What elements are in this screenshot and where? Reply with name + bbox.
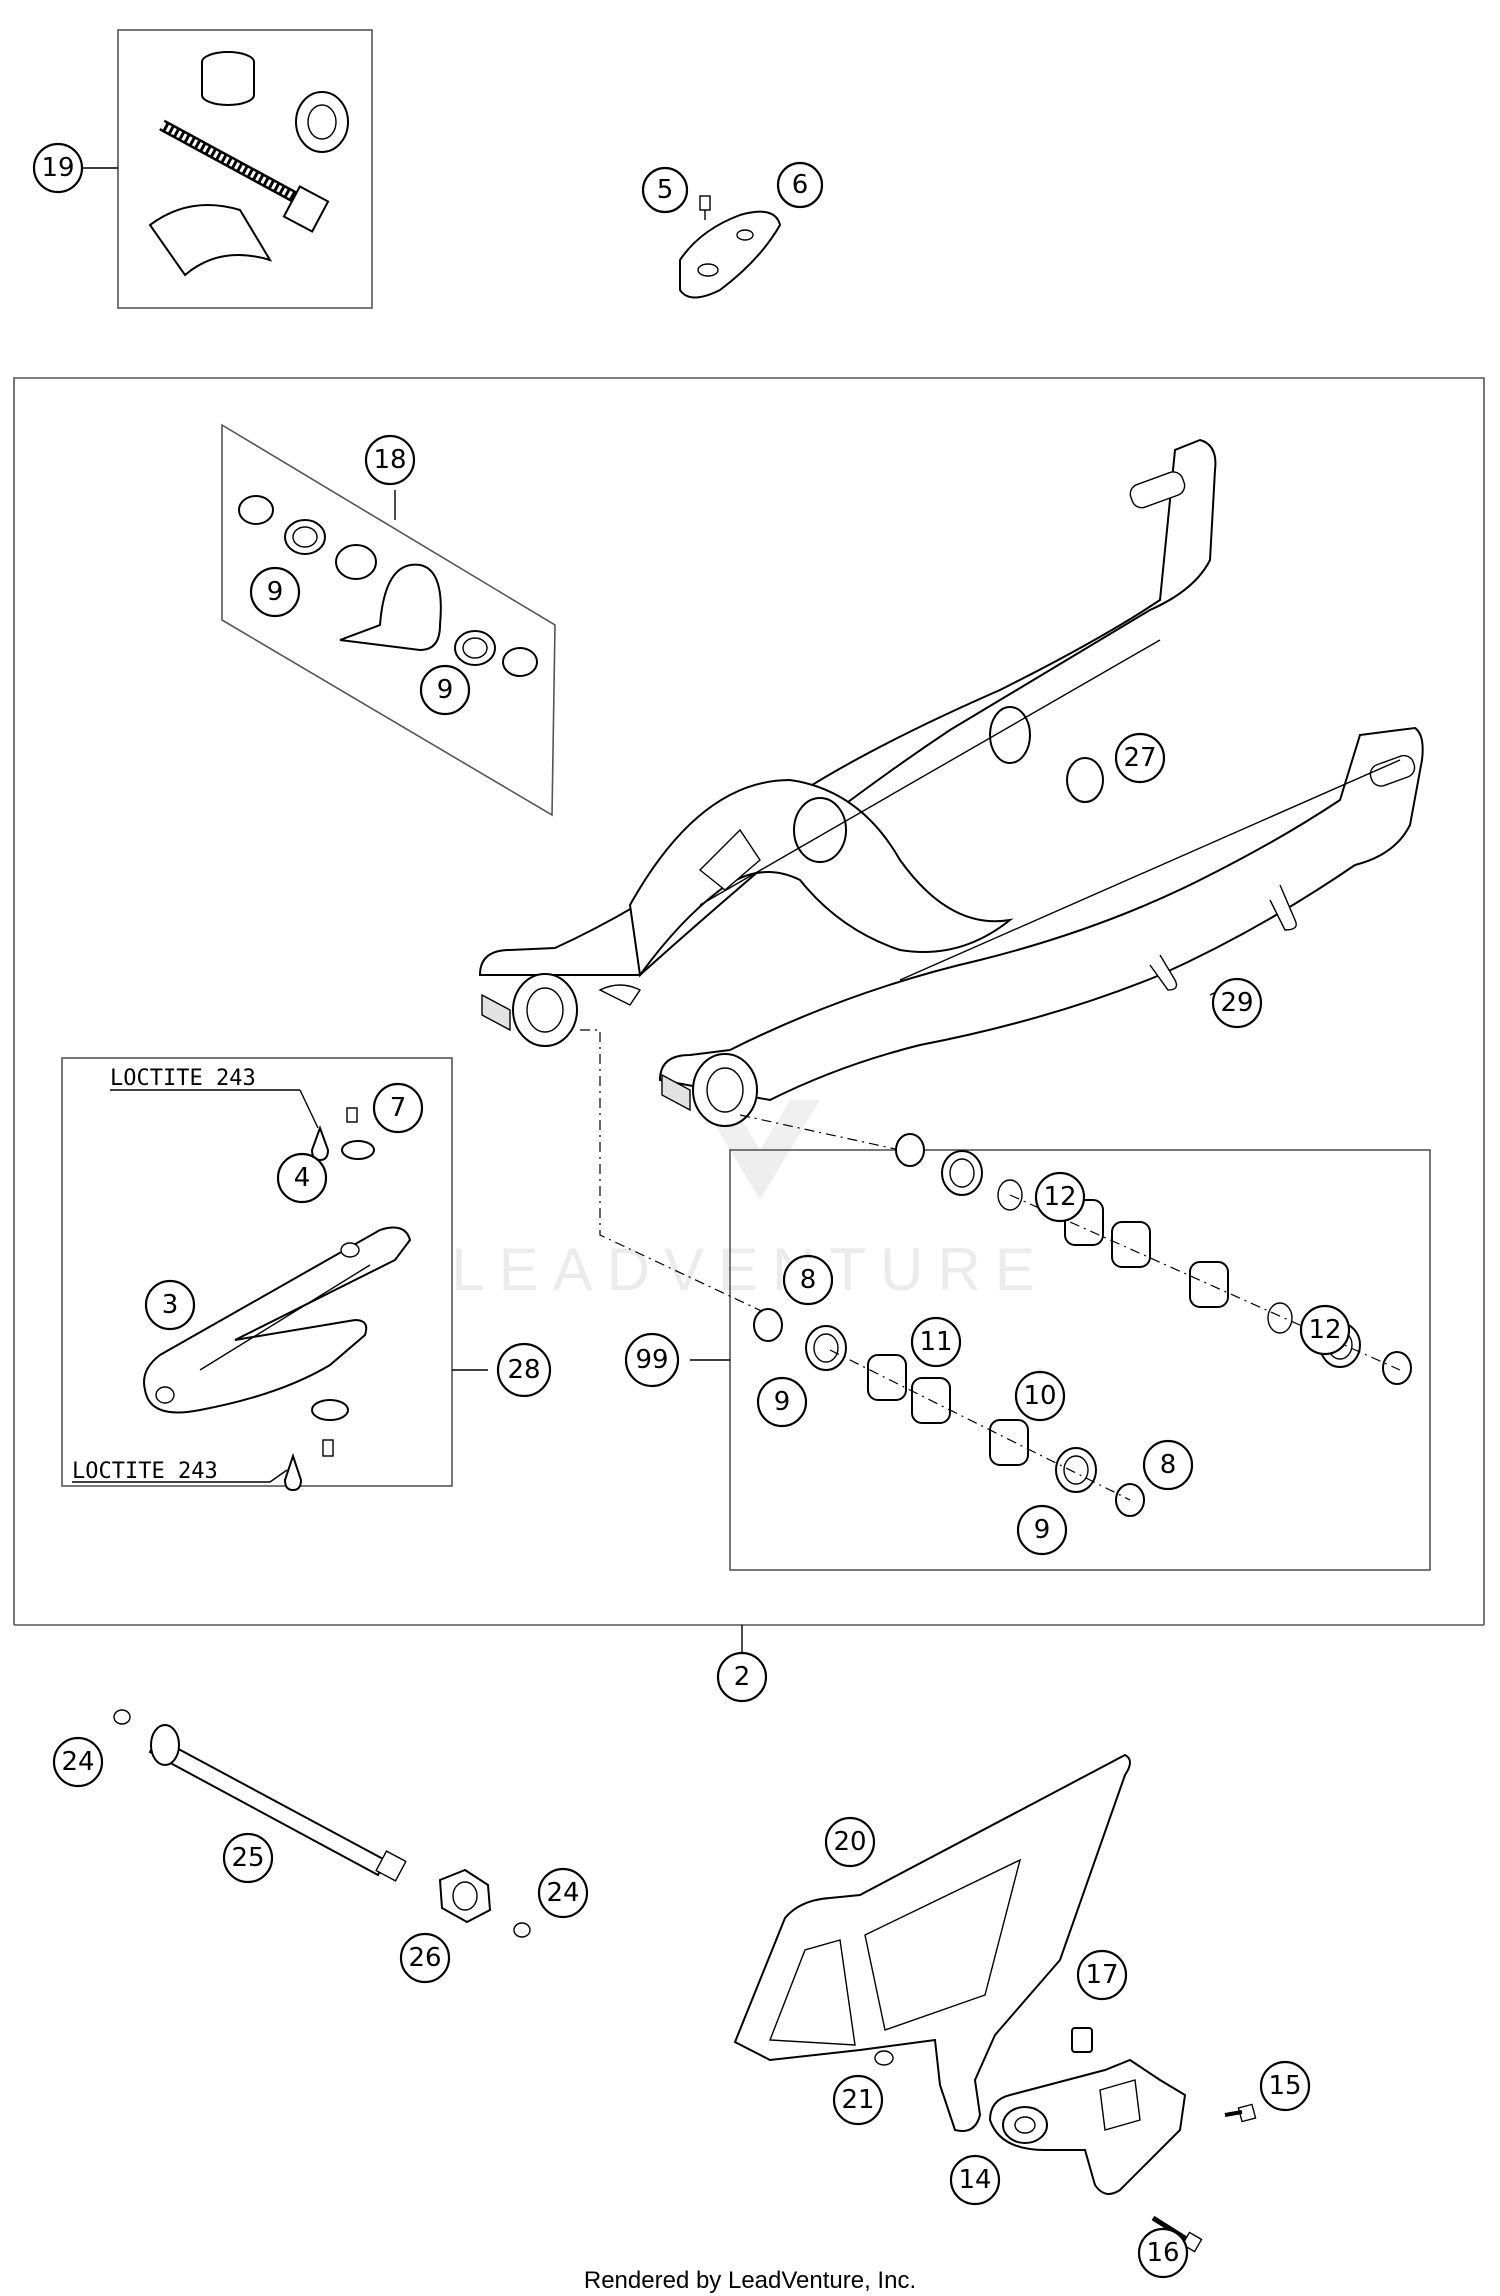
svg-text:27: 27 xyxy=(1123,743,1156,773)
callout-6[interactable]: 6 xyxy=(776,161,824,209)
svg-text:19: 19 xyxy=(41,153,74,183)
callout-24-b[interactable]: 24 xyxy=(537,1867,589,1919)
svg-text:16: 16 xyxy=(1146,2238,1179,2268)
watermark-text: LEADVENTURE xyxy=(451,1236,1048,1303)
callout-8-b[interactable]: 8 xyxy=(1142,1439,1194,1491)
callout-28[interactable]: 28 xyxy=(496,1342,552,1398)
callout-24-a[interactable]: 24 xyxy=(52,1736,104,1788)
callout-10[interactable]: 10 xyxy=(1014,1370,1066,1422)
svg-text:99: 99 xyxy=(635,1345,668,1375)
callout-29[interactable]: 29 xyxy=(1211,977,1263,1029)
callout-8-a[interactable]: 8 xyxy=(782,1254,834,1306)
callout-2[interactable]: 2 xyxy=(716,1651,768,1703)
callout-25[interactable]: 25 xyxy=(222,1832,274,1884)
chain-guide-14 xyxy=(988,2027,1257,2253)
callout-7[interactable]: 7 xyxy=(372,1082,424,1134)
chain-guard-20 xyxy=(733,1753,1131,2132)
svg-text:7: 7 xyxy=(390,1093,407,1123)
svg-text:9: 9 xyxy=(267,577,284,607)
svg-text:20: 20 xyxy=(833,1827,866,1857)
svg-text:18: 18 xyxy=(373,445,406,475)
loctite-note-2: LOCTITE 243 xyxy=(72,1459,218,1484)
svg-text:10: 10 xyxy=(1023,1381,1056,1411)
callout-15[interactable]: 15 xyxy=(1259,2060,1311,2112)
svg-text:8: 8 xyxy=(800,1265,817,1295)
callout-19[interactable]: 19 xyxy=(32,142,84,194)
svg-text:24: 24 xyxy=(61,1747,94,1777)
callout-99[interactable]: 99 xyxy=(624,1332,680,1388)
callout-3[interactable]: 3 xyxy=(144,1279,196,1331)
callout-20[interactable]: 20 xyxy=(824,1816,876,1868)
callout-5[interactable]: 5 xyxy=(641,166,689,214)
svg-text:3: 3 xyxy=(162,1290,179,1320)
callout-21[interactable]: 21 xyxy=(832,2074,884,2126)
callout-9-c[interactable]: 9 xyxy=(756,1376,808,1428)
footer-credit: Rendered by LeadVenture, Inc. xyxy=(584,2267,916,2294)
callout-18[interactable]: 18 xyxy=(364,434,416,486)
svg-text:9: 9 xyxy=(437,675,454,705)
svg-text:12: 12 xyxy=(1308,1315,1341,1345)
swingarm-assembly-frame xyxy=(13,377,1485,1655)
kit-18-box xyxy=(221,423,556,817)
svg-text:8: 8 xyxy=(1160,1450,1177,1480)
svg-text:4: 4 xyxy=(294,1163,311,1193)
loctite-note-1: LOCTITE 243 xyxy=(110,1066,256,1091)
svg-text:28: 28 xyxy=(507,1355,540,1385)
svg-text:15: 15 xyxy=(1268,2071,1301,2101)
svg-text:11: 11 xyxy=(919,1327,952,1357)
axle-assembly xyxy=(113,1709,531,1938)
svg-text:12: 12 xyxy=(1043,1182,1076,1212)
callout-9-d[interactable]: 9 xyxy=(1016,1504,1068,1556)
callout-12-b[interactable]: 12 xyxy=(1299,1304,1351,1356)
leadventure-watermark: LEADVENTURE xyxy=(451,1100,1048,1303)
svg-text:9: 9 xyxy=(774,1387,791,1417)
svg-text:6: 6 xyxy=(792,170,809,200)
callout-14[interactable]: 14 xyxy=(949,2154,1001,2206)
callout-26[interactable]: 26 xyxy=(399,1932,451,1984)
callout-4[interactable]: 4 xyxy=(276,1152,328,1204)
callout-12-a[interactable]: 12 xyxy=(1034,1171,1086,1223)
svg-text:24: 24 xyxy=(546,1878,579,1908)
swingarm-body xyxy=(478,438,1424,1127)
svg-text:25: 25 xyxy=(231,1843,264,1873)
svg-text:2: 2 xyxy=(734,1662,751,1692)
svg-text:17: 17 xyxy=(1085,1960,1118,1990)
svg-text:9: 9 xyxy=(1034,1515,1051,1545)
callout-27[interactable]: 27 xyxy=(1114,732,1166,784)
kit-19-box xyxy=(82,29,373,309)
svg-text:29: 29 xyxy=(1220,988,1253,1018)
svg-text:14: 14 xyxy=(958,2165,991,2195)
callout-9-b[interactable]: 9 xyxy=(419,664,471,716)
part-27-bushing xyxy=(1066,757,1104,803)
kit-28-box: LOCTITE 243 LOCTITE 243 xyxy=(61,1057,488,1492)
callout-11[interactable]: 11 xyxy=(910,1316,962,1368)
svg-text:26: 26 xyxy=(408,1943,441,1973)
callout-9-a[interactable]: 9 xyxy=(249,566,301,618)
part-6-clip xyxy=(679,195,782,299)
svg-text:21: 21 xyxy=(841,2085,874,2115)
svg-text:5: 5 xyxy=(657,175,674,205)
callout-16[interactable]: 16 xyxy=(1137,2227,1189,2279)
callout-17[interactable]: 17 xyxy=(1076,1949,1128,2001)
